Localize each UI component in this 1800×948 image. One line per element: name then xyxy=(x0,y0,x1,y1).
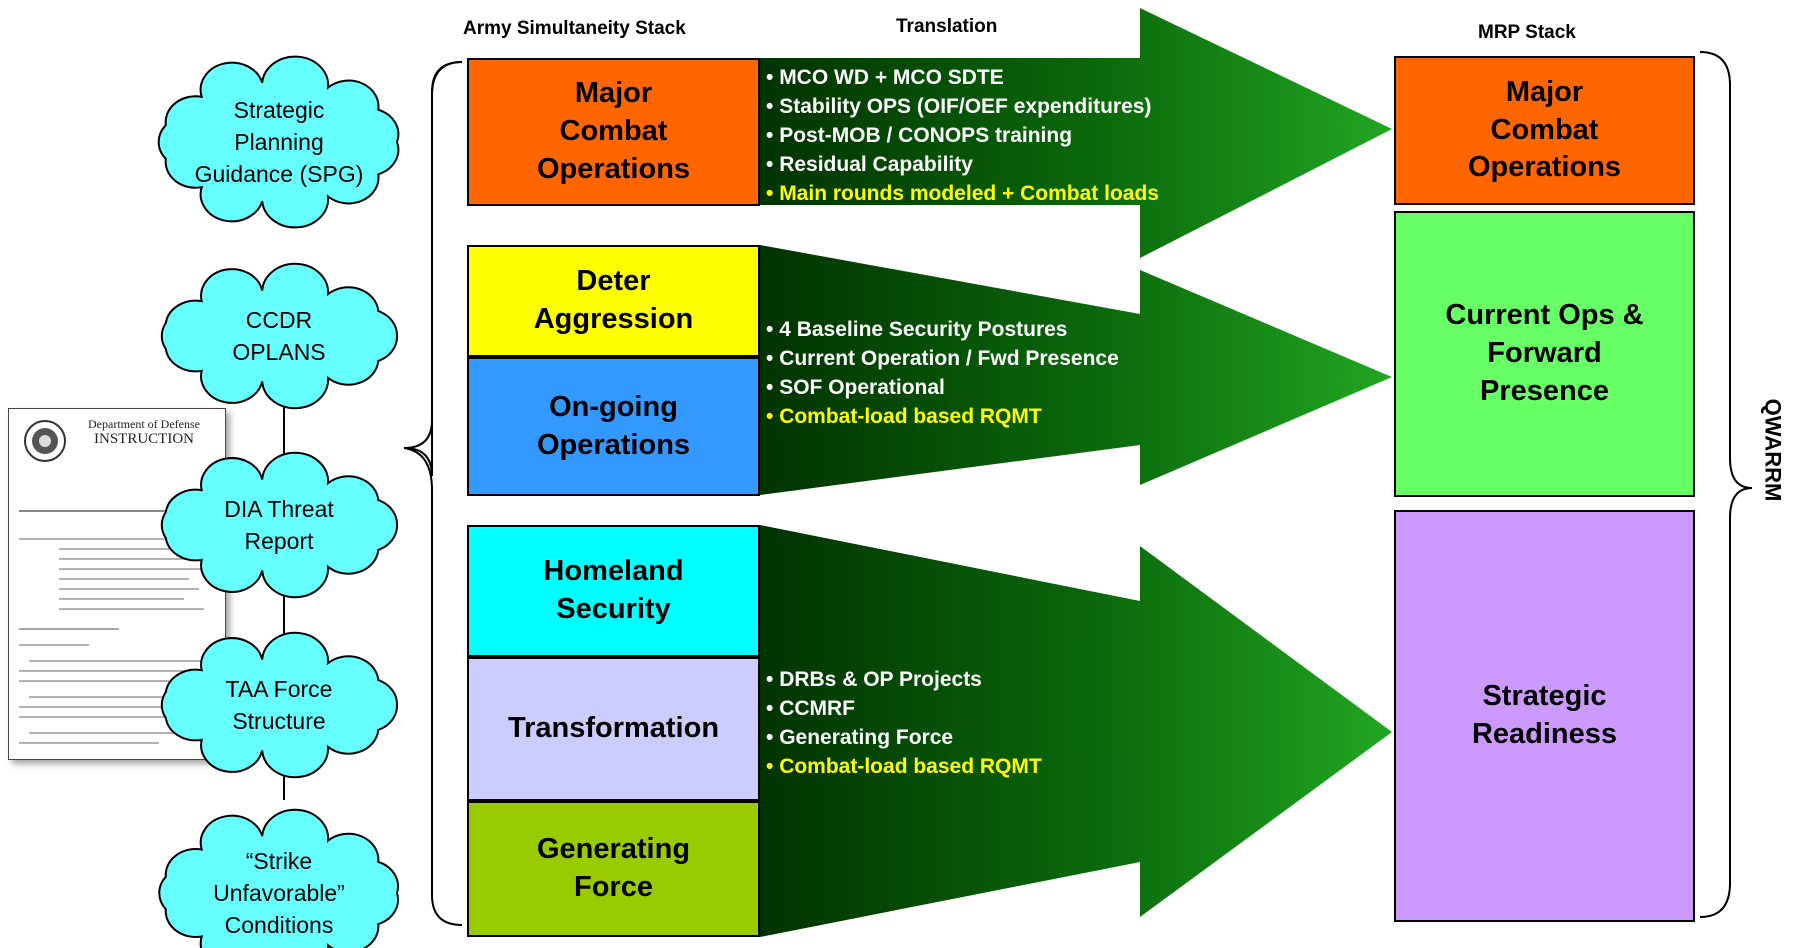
mrp-box-major-combat-operations: Major Combat Operations xyxy=(1394,56,1695,205)
left-brace-lower xyxy=(403,447,463,926)
translation-bullet: Current Operation / Fwd Presence xyxy=(766,344,1119,373)
army-box-major-combat-operations: Major Combat Operations xyxy=(467,58,760,206)
translation-bullet: Main rounds modeled + Combat loads xyxy=(766,179,1159,208)
army-box-generating-force: Generating Force xyxy=(467,801,760,937)
translation-bullets-strategic: DRBs & OP ProjectsCCMRFGenerating ForceC… xyxy=(766,665,1042,781)
army-stack-header: Army Simultaneity Stack xyxy=(463,18,686,39)
translation-bullets-current-ops: 4 Baseline Security PosturesCurrent Oper… xyxy=(766,315,1119,431)
cloud-ccdr-oplans: CCDR OPLANS xyxy=(232,307,326,365)
cloud-strategic-planning-guidance: Strategic Planning Guidance (SPG) xyxy=(194,97,364,187)
translation-bullet: Combat-load based RQMT xyxy=(766,402,1119,431)
translation-bullet: DRBs & OP Projects xyxy=(766,665,1042,694)
mrp-box-current-ops-forward-presence: Current Ops & Forward Presence xyxy=(1394,211,1695,497)
translation-bullet: SOF Operational xyxy=(766,373,1119,402)
dod-seal-icon xyxy=(24,420,66,462)
mrp-stack-header: MRP Stack xyxy=(1478,22,1576,43)
qwarrm-label: QWARRM xyxy=(1742,380,1800,520)
translation-bullet: Residual Capability xyxy=(766,150,1159,179)
translation-bullet: 4 Baseline Security Postures xyxy=(766,315,1119,344)
cloud-shape-spg xyxy=(157,55,400,229)
translation-bullets-mco: MCO WD + MCO SDTEStability OPS (OIF/OEF … xyxy=(766,63,1159,208)
translation-arrow-strategic xyxy=(760,525,1392,937)
document-title: Department of Defense xyxy=(88,417,200,431)
right-brace xyxy=(1699,51,1753,918)
left-brace-upper-main xyxy=(431,61,463,450)
army-box-homeland-security: Homeland Security xyxy=(467,525,760,657)
cloud-dia-threat-report: DIA Threat Report xyxy=(224,496,334,554)
cloud-shape-taa xyxy=(160,631,399,779)
translation-bullet: Combat-load based RQMT xyxy=(766,752,1042,781)
translation-bullet: Post-MOB / CONOPS training xyxy=(766,121,1159,150)
qwarrm-text: QWARRM xyxy=(1760,398,1785,502)
army-box-deter-aggression: Deter Aggression xyxy=(467,245,760,357)
document-subtitle: INSTRUCTION xyxy=(94,431,194,447)
cloud-shape-ccdr xyxy=(160,262,399,410)
translation-header: Translation xyxy=(896,16,998,37)
translation-bullet: Stability OPS (OIF/OEF expenditures) xyxy=(766,92,1159,121)
army-box-transformation: Transformation xyxy=(467,657,760,801)
cloud-shape-dia xyxy=(160,451,399,599)
translation-bullet: MCO WD + MCO SDTE xyxy=(766,63,1159,92)
army-box-ongoing-operations: On-going Operations xyxy=(467,357,760,496)
input-clouds xyxy=(157,55,400,948)
cloud-taa-force-structure: TAA Force Structure xyxy=(225,676,333,734)
cloud-strike-unfavorable-conditions: “Strike Unfavorable” Conditions xyxy=(213,848,345,938)
cloud-shape-strike xyxy=(158,808,399,948)
translation-bullet: CCMRF xyxy=(766,694,1042,723)
translation-bullet: Generating Force xyxy=(766,723,1042,752)
mrp-box-strategic-readiness: Strategic Readiness xyxy=(1394,510,1695,922)
